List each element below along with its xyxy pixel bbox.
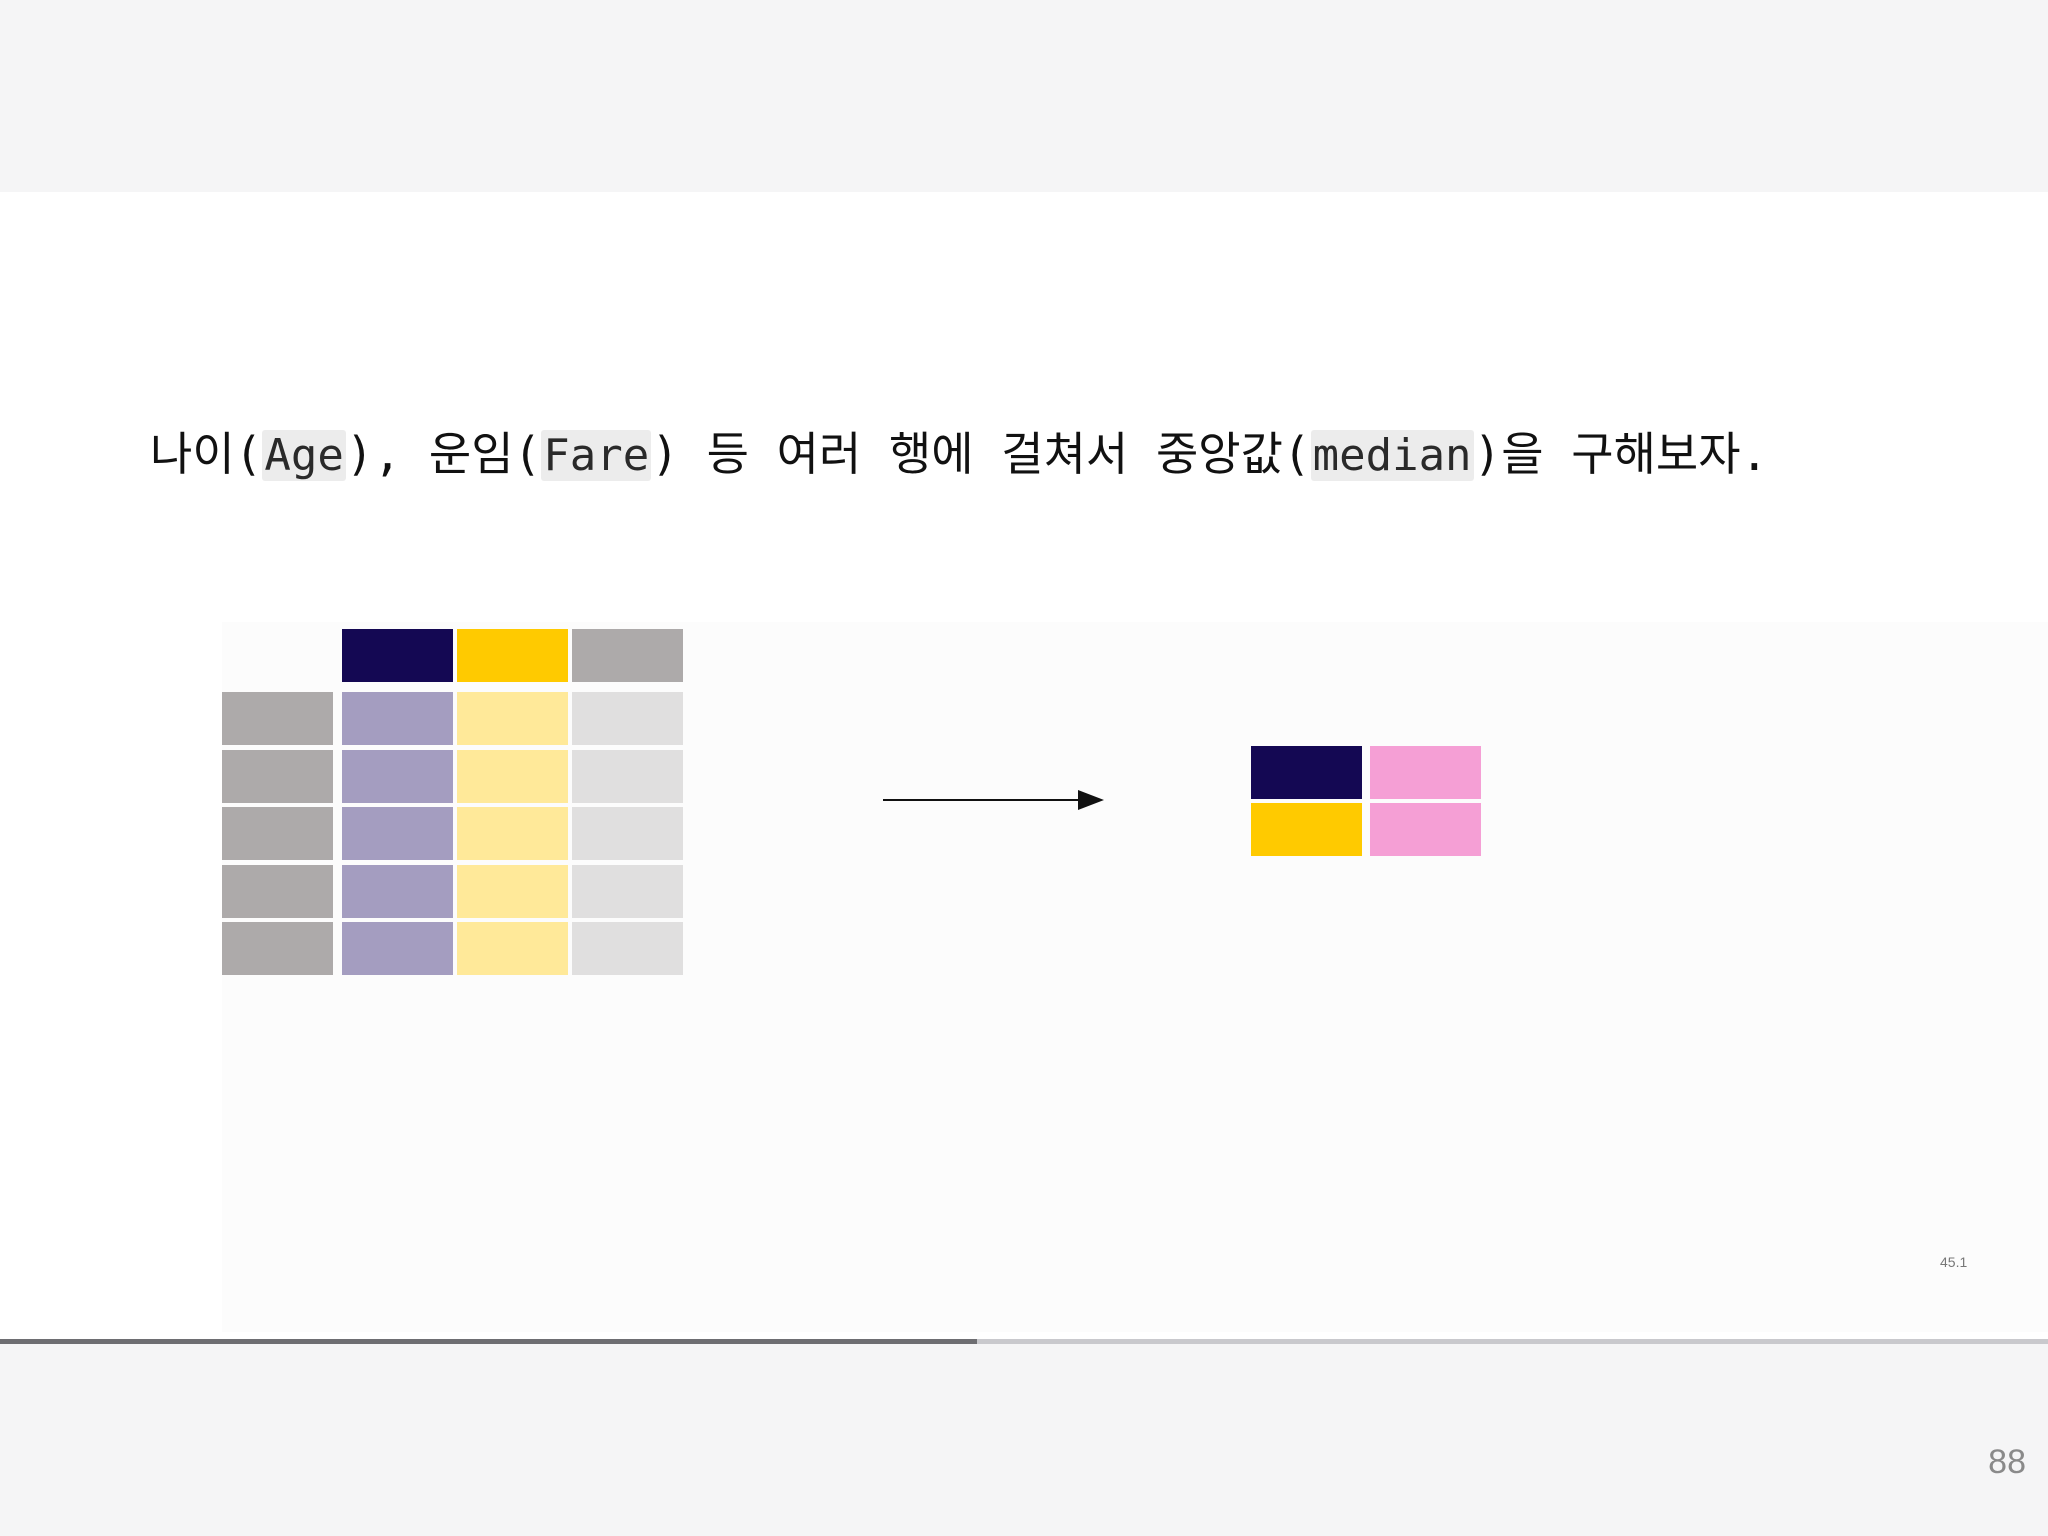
body-cell-light-gray [572,865,683,918]
body-cell-light-gray [572,692,683,745]
slide-reference: 45.1 [1940,1254,1968,1270]
body-cell-light-yellow [457,750,568,803]
arrow-line [883,799,1083,801]
progress-bar-fill [0,1339,977,1344]
body-cell-light-gray [572,922,683,975]
body-cell-light-yellow [457,807,568,860]
slide-content: 나이(Age), 운임(Fare) 등 여러 행에 걸쳐서 중앙값(median… [0,192,2048,1339]
body-cell-lavender [342,865,453,918]
body-cell-lavender [342,922,453,975]
index-cell [222,922,333,975]
body-cell-lavender [342,750,453,803]
right-arrow-icon [1078,790,1104,810]
heading-text-1: 나이( [150,427,263,481]
heading-text-2: ), 운임( [345,427,542,481]
result-cell-yellow [1251,803,1362,856]
result-cell-pink-bottom [1370,803,1481,856]
header-cell-yellow [457,629,568,682]
header-cell-gray [572,629,683,682]
heading-text-4: )을 구해보자. [1473,427,1769,481]
body-cell-lavender [342,692,453,745]
index-cell [222,865,333,918]
index-cell [222,750,333,803]
body-cell-lavender [342,807,453,860]
page-number: 88 [1988,1443,2026,1481]
code-fare: Fare [541,430,652,481]
result-cell-pink-top [1370,746,1481,799]
slide-heading: 나이(Age), 운임(Fare) 등 여러 행에 걸쳐서 중앙값(median… [150,424,1768,486]
body-cell-light-gray [572,750,683,803]
index-cell [222,807,333,860]
progress-bar[interactable] [0,1339,2048,1344]
index-cell [222,692,333,745]
body-cell-light-yellow [457,865,568,918]
result-cell-navy [1251,746,1362,799]
code-age: Age [262,430,346,481]
code-median: median [1310,430,1474,481]
body-cell-light-yellow [457,692,568,745]
body-cell-light-yellow [457,922,568,975]
body-cell-light-gray [572,807,683,860]
header-cell-navy [342,629,453,682]
heading-text-3: ) 등 여러 행에 걸쳐서 중앙값( [651,427,1311,481]
